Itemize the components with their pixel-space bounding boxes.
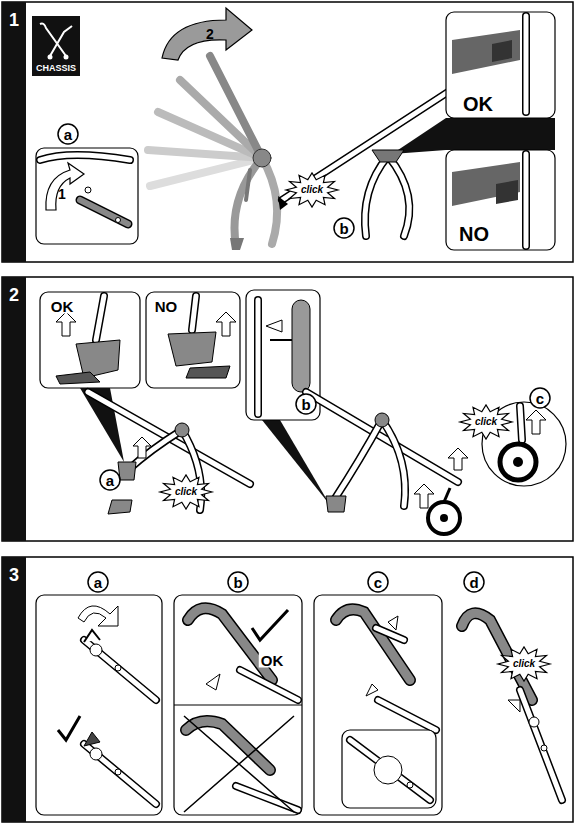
tube-core <box>520 406 522 440</box>
tube-core <box>240 670 298 700</box>
tube-core <box>84 640 156 700</box>
tube-outline <box>522 154 530 246</box>
click-label: click <box>513 659 535 669</box>
tube-core <box>256 300 261 414</box>
click-label: click <box>301 185 323 195</box>
tube-core <box>192 296 196 330</box>
click-label: click <box>175 487 197 497</box>
tube-core <box>388 156 409 236</box>
tube-outline <box>520 406 522 440</box>
click-starburst <box>286 173 338 207</box>
icon-caption: CHASSIS <box>36 64 76 73</box>
callout-letter: a <box>64 127 72 142</box>
inset-ok-latch <box>446 12 555 118</box>
callout-circle <box>58 124 78 144</box>
status-label: OK <box>49 299 76 314</box>
tube-outline <box>350 740 430 800</box>
callout-circle <box>464 572 484 592</box>
tube-outline <box>306 392 458 482</box>
click-label: click <box>475 417 497 427</box>
click-starburst <box>498 647 550 681</box>
tube-core <box>376 628 404 640</box>
tube-core <box>334 420 382 500</box>
tube-core <box>365 156 388 236</box>
chassis-right <box>306 392 468 534</box>
sequence-number: 2 <box>206 27 214 41</box>
sub-c-handle <box>314 595 442 815</box>
callout-letter: c <box>374 575 382 590</box>
tube-core <box>382 420 405 506</box>
tube-core <box>84 744 156 804</box>
chassis-left <box>88 392 250 514</box>
callout-wedge <box>262 420 330 505</box>
callout-circle <box>368 572 388 592</box>
status-label: OK <box>259 653 286 668</box>
tube-core <box>350 740 430 800</box>
tube-outline <box>334 420 382 500</box>
status-label: OK <box>461 94 495 114</box>
inset-lever <box>36 148 138 244</box>
inset-no-foot <box>146 292 240 388</box>
tube-outline <box>376 628 404 640</box>
tube-outline <box>520 690 562 800</box>
step-number: 3 <box>9 566 19 584</box>
tube-outline <box>522 16 530 112</box>
tube-core <box>96 296 104 340</box>
callout-letter: d <box>469 575 478 590</box>
tube-outline <box>84 744 156 804</box>
callout-letter: a <box>94 575 102 590</box>
tube-core <box>524 154 529 246</box>
tube-outline <box>378 700 436 730</box>
step-number: 2 <box>9 286 19 304</box>
tube-core <box>520 690 562 800</box>
callout-letter: b <box>233 575 242 590</box>
folding-handles <box>148 56 277 250</box>
tube-outline <box>96 296 104 340</box>
callout-circle <box>100 470 120 490</box>
status-label: NO <box>457 224 491 244</box>
inset-bar <box>246 290 320 420</box>
tube-outline <box>254 300 262 414</box>
callout-circle <box>530 388 550 408</box>
tube-outline <box>365 156 388 236</box>
callout-letter: b <box>339 221 348 236</box>
callout-letter: a <box>106 473 114 488</box>
callout-circle <box>334 218 354 238</box>
inset-ok-foot <box>40 292 140 388</box>
tube-outline <box>382 420 405 506</box>
sub-a-handle <box>36 595 162 815</box>
tube-outline <box>388 156 409 236</box>
tube-outline <box>192 296 196 330</box>
callout-circle <box>228 572 248 592</box>
callout-circle <box>88 572 108 592</box>
callout-letter: c <box>536 391 544 406</box>
status-label: NO <box>153 299 180 314</box>
tube-core <box>378 700 436 730</box>
chassis-icon <box>32 16 80 76</box>
tube-outline <box>240 670 298 700</box>
callout-circle <box>296 394 316 414</box>
inset-no-latch <box>446 150 555 250</box>
tube-outline <box>84 640 156 700</box>
step-number: 1 <box>9 11 19 29</box>
tube-outline <box>40 155 130 160</box>
tube-core <box>40 155 130 160</box>
fold-arrow <box>162 8 252 60</box>
sequence-number: 1 <box>58 187 66 201</box>
callout-letter: b <box>301 397 310 412</box>
click-starburst <box>460 405 512 439</box>
step-strips <box>2 2 26 822</box>
tube-core <box>524 16 529 112</box>
sub-b-handle <box>174 595 302 815</box>
click-starburst <box>160 475 212 509</box>
sub-d-handle <box>462 613 562 800</box>
tube-core <box>306 392 458 482</box>
